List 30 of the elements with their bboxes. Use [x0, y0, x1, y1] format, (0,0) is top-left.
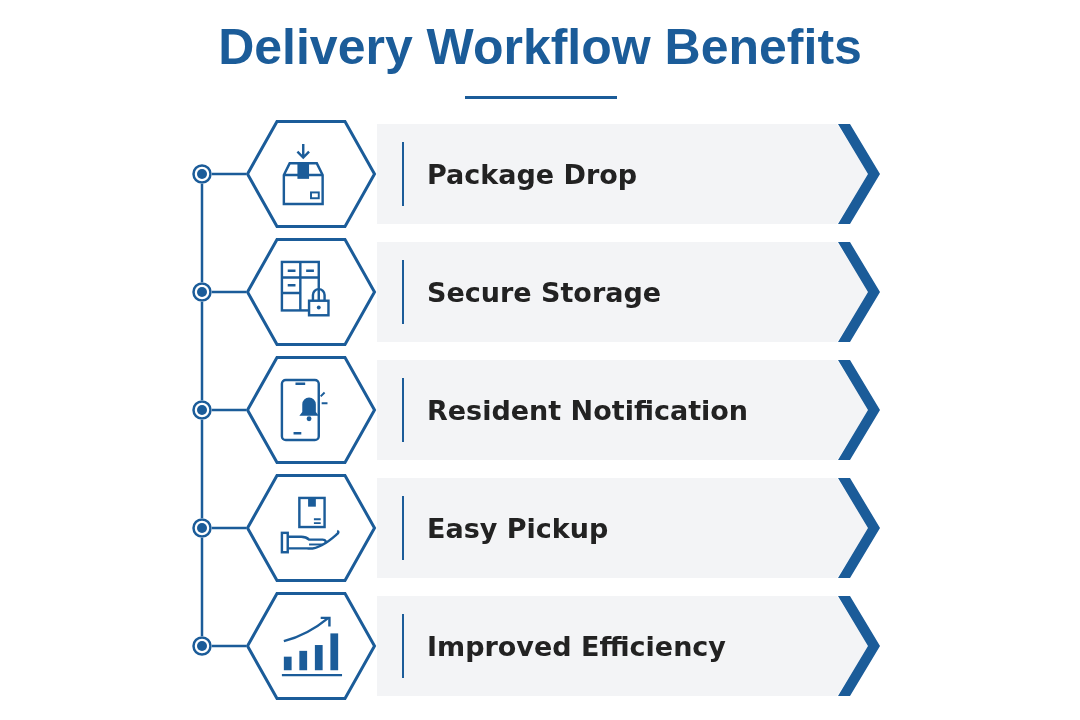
connector-line — [200, 184, 204, 282]
step-label: Package Drop — [427, 158, 638, 190]
connector-dot — [192, 282, 212, 302]
step-label: Improved Efficiency — [427, 630, 726, 662]
connector-line — [212, 644, 246, 648]
hexagon-frame — [246, 592, 376, 700]
connector-line — [212, 408, 246, 412]
connector-line — [200, 420, 204, 518]
step-banner — [377, 242, 880, 342]
connector-line — [200, 302, 204, 400]
connector-dot — [192, 164, 212, 184]
hexagon-frame — [246, 474, 376, 582]
hexagon-frame — [246, 356, 376, 464]
connector-dot — [192, 400, 212, 420]
hexagon-frame — [246, 238, 376, 346]
step-banner — [377, 124, 880, 224]
connector-dot — [192, 636, 212, 656]
step-banner — [377, 360, 880, 460]
connector-line — [212, 526, 246, 530]
step-banner — [377, 478, 880, 578]
connector-line — [212, 172, 246, 176]
connector-line — [212, 290, 246, 294]
hexagon-frame — [246, 120, 376, 228]
step-label: Secure Storage — [427, 276, 662, 308]
title: Delivery Workflow Benefits — [217, 18, 863, 76]
connector-dot — [192, 518, 212, 538]
step-label: Resident Notification — [427, 394, 749, 426]
connector-line — [200, 538, 204, 636]
step-label: Easy Pickup — [427, 512, 609, 544]
step-banner — [377, 596, 880, 696]
